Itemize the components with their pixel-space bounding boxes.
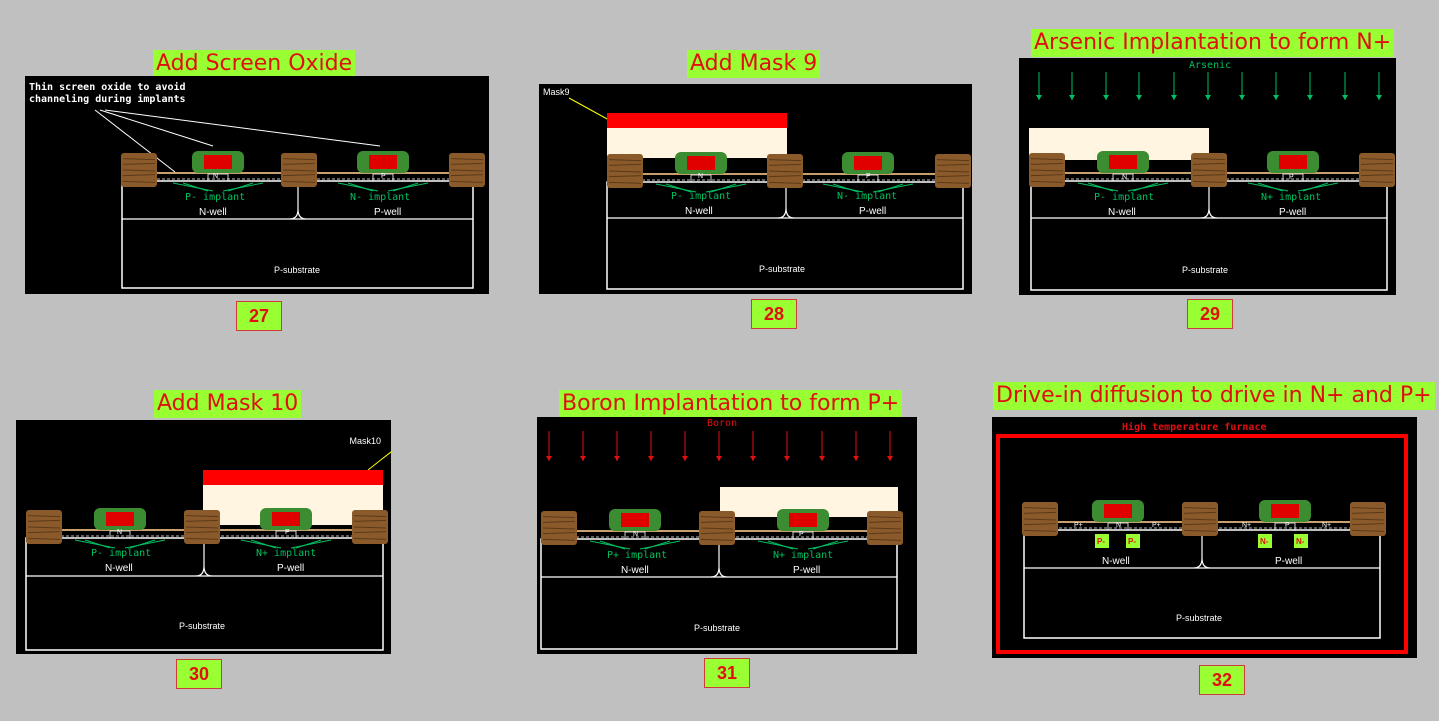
left-ldd-label-2: P- <box>1128 537 1136 546</box>
right-gate-label: P <box>285 529 290 536</box>
left-implant-label: P+ implant <box>607 550 667 561</box>
step-number-28: 28 <box>751 299 797 329</box>
substrate-label: P-substrate <box>694 623 740 633</box>
title-29: Arsenic Implantation to form N+ <box>1031 29 1395 57</box>
left-well-label: N-well <box>105 563 133 574</box>
right-well-label: P-well <box>277 563 304 574</box>
substrate-label: P-substrate <box>1182 265 1228 275</box>
furnace-border <box>996 434 1408 654</box>
left-well-label: N-well <box>685 206 713 217</box>
substrate-label: P-substrate <box>759 264 805 274</box>
right-implant-label: N+ implant <box>1261 192 1321 203</box>
left-well-label: N-well <box>621 565 649 576</box>
furnace-label: High temperature furnace <box>1122 421 1267 433</box>
down-arrow-icon <box>546 431 893 461</box>
right-well-label: P-well <box>1279 207 1306 218</box>
poly-gate <box>789 513 817 527</box>
panel-29: Arsenic P- implant N+ implant N-well P-w… <box>1019 58 1396 295</box>
implant-species-label: Boron <box>707 418 737 429</box>
step-number-30: 30 <box>176 659 222 689</box>
right-well-label: P-well <box>374 207 401 218</box>
poly-gate <box>687 156 715 170</box>
right-region-label: N+ <box>1242 522 1251 529</box>
down-arrow-icon <box>1036 72 1382 100</box>
panel-31: Boron P+ implant N+ implant N-well P-wel… <box>537 417 917 654</box>
step-number-27: 27 <box>236 301 282 331</box>
substrate-label: P-substrate <box>179 621 225 631</box>
left-implant-label: P- implant <box>185 192 245 203</box>
step-number-31: 31 <box>704 658 750 688</box>
title-28: Add Mask 9 <box>687 50 821 78</box>
left-well-label: N-well <box>199 207 227 218</box>
poly-gate <box>621 513 649 527</box>
step-number-32: 32 <box>1199 665 1245 695</box>
mask-label: Mask9 <box>543 87 570 97</box>
left-gate-label: N <box>1122 174 1127 181</box>
poly-gate <box>1104 504 1132 518</box>
implant-species-label: Arsenic <box>1189 60 1231 71</box>
mask-pointer <box>568 97 610 121</box>
left-well-label: N-well <box>1102 556 1130 567</box>
right-ldd-label-2: N- <box>1296 537 1305 546</box>
left-implant-label: P- implant <box>1094 192 1154 203</box>
title-32: Drive-in diffusion to drive in N+ and P+ <box>993 382 1435 410</box>
mask-9 <box>607 113 787 128</box>
poly-gate <box>1271 504 1299 518</box>
left-gate-label: N <box>117 529 122 536</box>
device-cross-section <box>1029 151 1395 291</box>
poly-gate <box>369 155 397 169</box>
mask-pointer <box>367 451 391 471</box>
pointer-lines <box>94 109 381 173</box>
right-implant-label: N+ implant <box>773 550 833 561</box>
poly-gate <box>106 512 134 526</box>
right-gate-label: P <box>1285 522 1290 529</box>
panel-30: Mask10 P- implant N+ implant N-well P-we… <box>16 420 391 654</box>
right-well-label: P-well <box>793 565 820 576</box>
poly-gate <box>1109 155 1137 169</box>
mask-10 <box>203 470 383 485</box>
right-gate-label: P <box>866 173 871 180</box>
substrate-label: P-substrate <box>1176 613 1222 623</box>
right-well-label: P-well <box>1275 556 1302 567</box>
substrate-label: P-substrate <box>274 265 320 275</box>
title-27: Add Screen Oxide <box>153 50 356 78</box>
left-gate-label: N <box>1116 522 1121 529</box>
right-ldd-label: N- <box>1260 537 1269 546</box>
device-cross-section <box>606 152 971 290</box>
left-implant-label: P- implant <box>671 191 731 202</box>
right-gate-label: P <box>381 173 386 180</box>
poly-gate <box>1279 155 1307 169</box>
title-31: Boron Implantation to form P+ <box>559 390 903 418</box>
device-cross-section <box>1022 500 1386 639</box>
right-implant-label: N+ implant <box>256 548 316 559</box>
device-cross-section <box>540 509 903 650</box>
left-region-label-2: P+ <box>1152 522 1161 529</box>
right-region-label-2: N+ <box>1322 522 1331 529</box>
poly-gate <box>204 155 232 169</box>
step-number-29: 29 <box>1187 299 1233 329</box>
right-gate-label: P <box>799 531 804 538</box>
poly-gate <box>272 512 300 526</box>
right-implant-label: N- implant <box>350 192 410 203</box>
left-region-label: P+ <box>1074 522 1083 529</box>
left-gate-label: N <box>213 173 218 180</box>
ldd-markers <box>1095 534 1308 548</box>
poly-gate <box>854 156 882 170</box>
mask-label: Mask10 <box>349 436 381 446</box>
right-implant-label: N- implant <box>837 191 897 202</box>
panel-32: High temperature furnace P+ P+ N+ N+ P- … <box>992 417 1417 658</box>
right-gate-label: P <box>1289 174 1294 181</box>
left-well-label: N-well <box>1108 207 1136 218</box>
left-implant-label: P- implant <box>91 548 151 559</box>
title-30: Add Mask 10 <box>154 390 302 418</box>
device-cross-section <box>121 151 485 289</box>
panel-28: Mask9 P- implant N- implant N-well P-wel… <box>539 84 972 294</box>
left-ldd-label: P- <box>1097 537 1105 546</box>
device-cross-section <box>25 508 388 651</box>
left-gate-label: N <box>698 173 703 180</box>
left-gate-label: N <box>633 531 638 538</box>
right-well-label: P-well <box>859 206 886 217</box>
